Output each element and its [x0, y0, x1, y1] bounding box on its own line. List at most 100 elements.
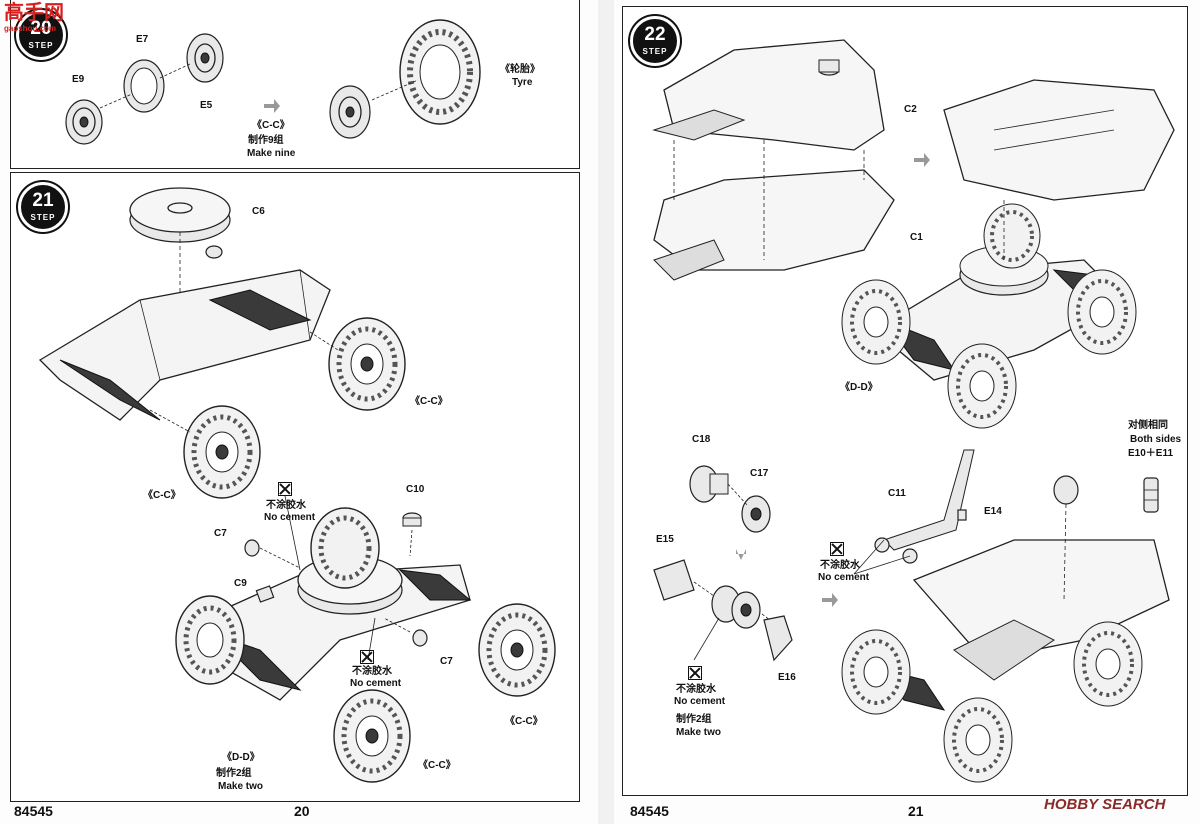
step-20-word: STEP — [28, 41, 54, 50]
tyre-label-cn: 《轮胎》 — [500, 64, 540, 75]
no-cement-icon — [278, 482, 292, 496]
step-22-number: 22 — [644, 24, 666, 45]
make-two-en: Make two — [676, 727, 722, 738]
ref-cc-4: 《C-C》 — [418, 760, 456, 771]
left-page-drawings — [38, 19, 556, 783]
ref-dd: 《D-D》 — [222, 752, 260, 763]
part-label-e15: E15 — [656, 534, 674, 545]
part-c1-drawing — [653, 169, 895, 281]
part-label-c7a: C7 — [214, 528, 227, 539]
ref-cc-3: 《C-C》 — [505, 716, 543, 727]
no-cement-en-2: No cement — [350, 678, 402, 689]
ref-cc-2: 《C-C》 — [143, 490, 181, 501]
step-20-panel — [10, 0, 580, 169]
hobby-search-text: HOBBY SEARCH — [1044, 796, 1166, 813]
tyre-drawing — [399, 19, 481, 125]
part-label-c11: C11 — [888, 488, 906, 499]
wheel-lower-bottom-drawing — [333, 689, 411, 783]
part-label-e9: E9 — [72, 74, 85, 85]
wheel-upper-left-drawing — [183, 405, 261, 499]
part-label-c10: C10 — [406, 484, 425, 495]
part-label-e16: E16 — [778, 672, 796, 683]
part-label-e14: E14 — [984, 506, 1002, 517]
part-c2-drawing — [652, 39, 885, 151]
watermark-logo: 高手网 gaoshou.com — [4, 2, 64, 33]
no-cement-cn-2: 不涂胶水 — [820, 560, 860, 571]
right-page: 22 STEP C2 C1 《D-D》 C18 C17 E15 E16 不涂胶水… — [614, 0, 1200, 824]
rim-e9-drawing — [65, 99, 103, 145]
part-e14-drawing — [957, 509, 967, 521]
step-22-word: STEP — [642, 47, 668, 56]
part-c18-drawing — [689, 465, 729, 503]
wheel-dd-1 — [983, 203, 1041, 269]
make-two-cn: 制作2组 — [676, 714, 712, 725]
wheel-dd-4 — [947, 343, 1017, 429]
wheel-dd-2 — [1067, 269, 1137, 355]
part-c9-drawing — [255, 585, 275, 603]
catalog-number: 84545 — [630, 803, 669, 819]
wheel-upper-right-drawing — [328, 317, 406, 411]
watermark-url: gaoshou.com — [4, 24, 57, 33]
part-label-c6: C6 — [252, 206, 265, 217]
part-label-c7b: C7 — [440, 656, 453, 667]
assembled-body-drawing — [943, 79, 1175, 201]
both-sides-parts: E10＋E11 — [1128, 448, 1174, 459]
axle-frame-upper-drawing — [38, 269, 331, 421]
left-page: 20 STEP 21 STEP E9 E7 E5 《轮胎》 Tyre 《C-C》… — [0, 0, 598, 824]
part-c7a-drawing — [244, 539, 260, 557]
wheel-trailer-1 — [841, 629, 911, 715]
page-number: 21 — [908, 803, 924, 819]
no-cement-icon — [360, 650, 374, 664]
part-label-e5: E5 — [200, 100, 213, 111]
part-label-c17: C17 — [750, 468, 769, 479]
ref-dd: 《D-D》 — [840, 382, 878, 393]
no-cement-cn-1: 不涂胶水 — [676, 684, 716, 695]
rim-e7-drawing — [123, 59, 165, 113]
hub-e5-drawing — [186, 33, 224, 83]
both-sides-en: Both sides — [1130, 434, 1182, 445]
part-e16-drawing — [763, 615, 793, 662]
part-label-c1: C1 — [910, 232, 923, 243]
tyre-label-en: Tyre — [512, 77, 533, 88]
both-sides-cn: 对侧相同 — [1128, 420, 1168, 431]
wheel-dd-3 — [841, 279, 911, 365]
wheel-trailer-3 — [943, 697, 1013, 783]
make-two-en: Make two — [218, 781, 264, 792]
hobby-search-watermark: HOBBY SEARCH — [1044, 796, 1165, 813]
part-label-c9: C9 — [234, 578, 247, 589]
wheel-lower-left-drawing — [175, 595, 245, 685]
step-22-badge: 22 STEP — [630, 16, 680, 66]
hub-assembly-drawing — [711, 585, 761, 629]
part-e15-drawing — [653, 559, 695, 601]
part-label-c18: C18 — [692, 434, 711, 445]
no-cement-cn-1: 不涂胶水 — [266, 500, 306, 511]
catalog-number: 84545 — [14, 803, 53, 819]
no-cement-icon — [688, 666, 702, 680]
turntable-c6-drawing — [129, 187, 231, 259]
right-page-drawings — [652, 39, 1175, 783]
step-20-number: 20 — [30, 18, 52, 39]
part-label-c2: C2 — [904, 104, 917, 115]
no-cement-en-2: No cement — [818, 572, 870, 583]
wheel-trailer-2 — [1073, 621, 1143, 707]
make-two-cn: 制作2组 — [216, 768, 252, 779]
step-21-number: 21 — [32, 190, 54, 211]
wheel-ref-cc: 《C-C》 — [252, 120, 290, 131]
part-c7b-drawing — [412, 629, 428, 647]
part-c17-drawing — [741, 495, 771, 533]
ref-cc-1: 《C-C》 — [410, 396, 448, 407]
wheel-lower-topleft-drawing — [310, 507, 380, 589]
page-gutter — [598, 0, 614, 824]
make-nine-en: Make nine — [247, 148, 296, 159]
assembled-wheel-drawing — [329, 85, 371, 139]
no-cement-en-1: No cement — [264, 512, 316, 523]
make-nine-cn: 制作9组 — [248, 135, 284, 146]
step-21-word: STEP — [30, 213, 56, 222]
no-cement-en-1: No cement — [674, 696, 726, 707]
no-cement-icon — [830, 542, 844, 556]
wheel-lower-right-drawing — [478, 603, 556, 697]
no-cement-cn-2: 不涂胶水 — [352, 666, 392, 677]
part-label-e7: E7 — [136, 34, 149, 45]
watermark-cn: 高手网 — [4, 2, 64, 24]
bracket-drawing — [1053, 475, 1079, 505]
